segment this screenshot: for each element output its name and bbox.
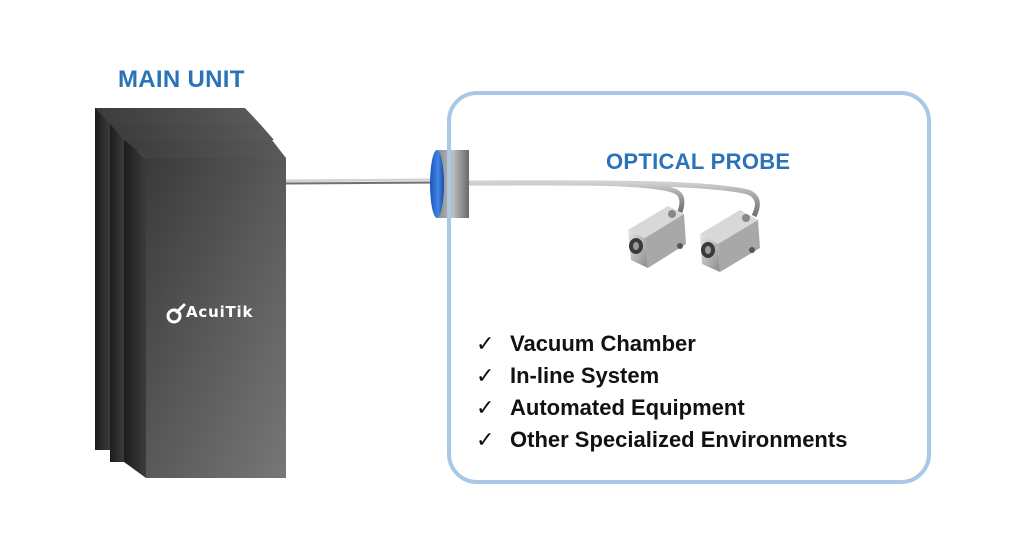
acuitik-logo-icon [166,303,186,324]
optical-probe-head-left [628,206,686,268]
probe-cable-right [468,180,760,218]
list-item: ✓ Other Specialized Environments [476,424,847,456]
environment-list: ✓ Vacuum Chamber ✓ In-line System ✓ Auto… [476,328,847,456]
list-item: ✓ In-line System [476,360,847,392]
check-icon: ✓ [476,331,495,357]
optical-probe-head-right [700,210,760,272]
check-icon: ✓ [476,427,495,453]
main-unit-title: MAIN UNIT [118,66,245,93]
check-icon: ✓ [476,395,495,421]
main-unit [95,108,286,478]
vacuum-port [430,150,469,218]
optical-probe-title: OPTICAL PROBE [606,149,791,174]
brand-label: AcuiTik [186,303,254,321]
probe-environment-frame [447,91,931,484]
check-icon: ✓ [476,363,495,389]
list-item: ✓ Automated Equipment [476,392,847,424]
environment-label: Vacuum Chamber [510,331,696,356]
environment-label: In-line System [510,363,660,388]
list-item: ✓ Vacuum Chamber [476,328,847,360]
environment-label: Other Specialized Environments [510,427,848,452]
environment-label: Automated Equipment [510,395,745,420]
